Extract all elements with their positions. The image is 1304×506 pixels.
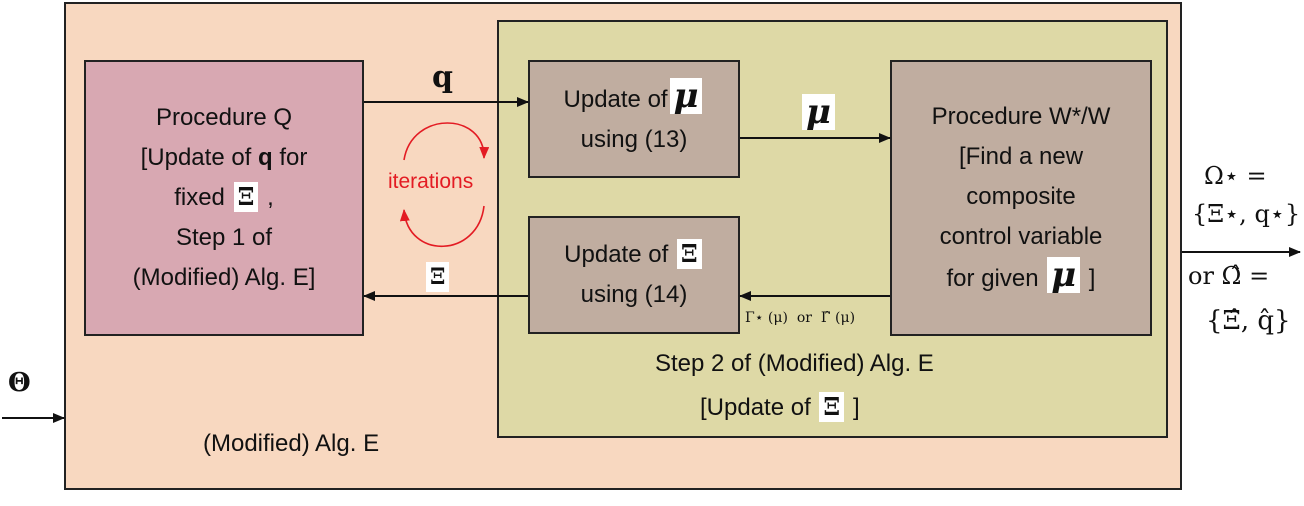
update-xi-box: Update of Ξ using (14) [528,216,740,334]
procedure-q-line3: fixed Ξ , [174,182,274,212]
gamma-label: Γ⋆ (μ) or Γ̂ (μ) [745,310,856,326]
omega-star-set: {Ξ⋆, q⋆} [1192,200,1301,228]
procedure-q-box: Procedure Q [Update of q for fixed Ξ , S… [84,60,364,336]
procedure-w-line3: composite [966,183,1076,210]
procedure-w-line2: [Find a new [958,143,1084,170]
omega-hat-label: or Ω̂ = [1188,262,1270,290]
update-xi-line1: Update of Ξ [564,235,704,275]
update-xi-line2: using (14) [580,281,688,308]
iterations-label: iterations [388,170,474,193]
procedure-q-title: Procedure Q [155,104,293,131]
xi-symbol: Ξ [233,182,259,212]
xi-symbol: Ξ [819,392,845,422]
procedure-w-box: Procedure W*/W [Find a new composite con… [890,60,1152,336]
mu-symbol: μ [669,78,703,114]
theta-label: Θ [8,368,31,398]
iteration-curve-top [403,122,490,161]
xi-symbol: Ξ [676,239,702,269]
modified-alg-e-label: (Modified) Alg. E [203,430,380,457]
procedure-q-line2: [Update of q for [140,144,308,171]
omega-hat-set: {Ξ̂, q̂} [1206,306,1291,336]
mu-label: μ [802,94,835,130]
mu-symbol: μ [1047,257,1081,293]
iteration-curve-bottom [399,205,485,248]
procedure-w-line4: control variable [939,223,1103,250]
procedure-q-line5: (Modified) Alg. E] [132,264,316,291]
procedure-w-line5: for given μ ] [946,255,1096,295]
procedure-w-title: Procedure W*/W [931,103,1111,130]
omega-star-label: Ω⋆ = [1204,162,1267,190]
xi-label: Ξ [426,262,450,292]
step-2-subtitle: [Update of Ξ ] [700,392,860,422]
procedure-q-line4: Step 1 of [175,224,273,251]
step-2-title: Step 2 of (Modified) Alg. E [655,350,934,377]
q-label: q [432,60,453,95]
update-mu-line2: using (13) [580,126,688,153]
